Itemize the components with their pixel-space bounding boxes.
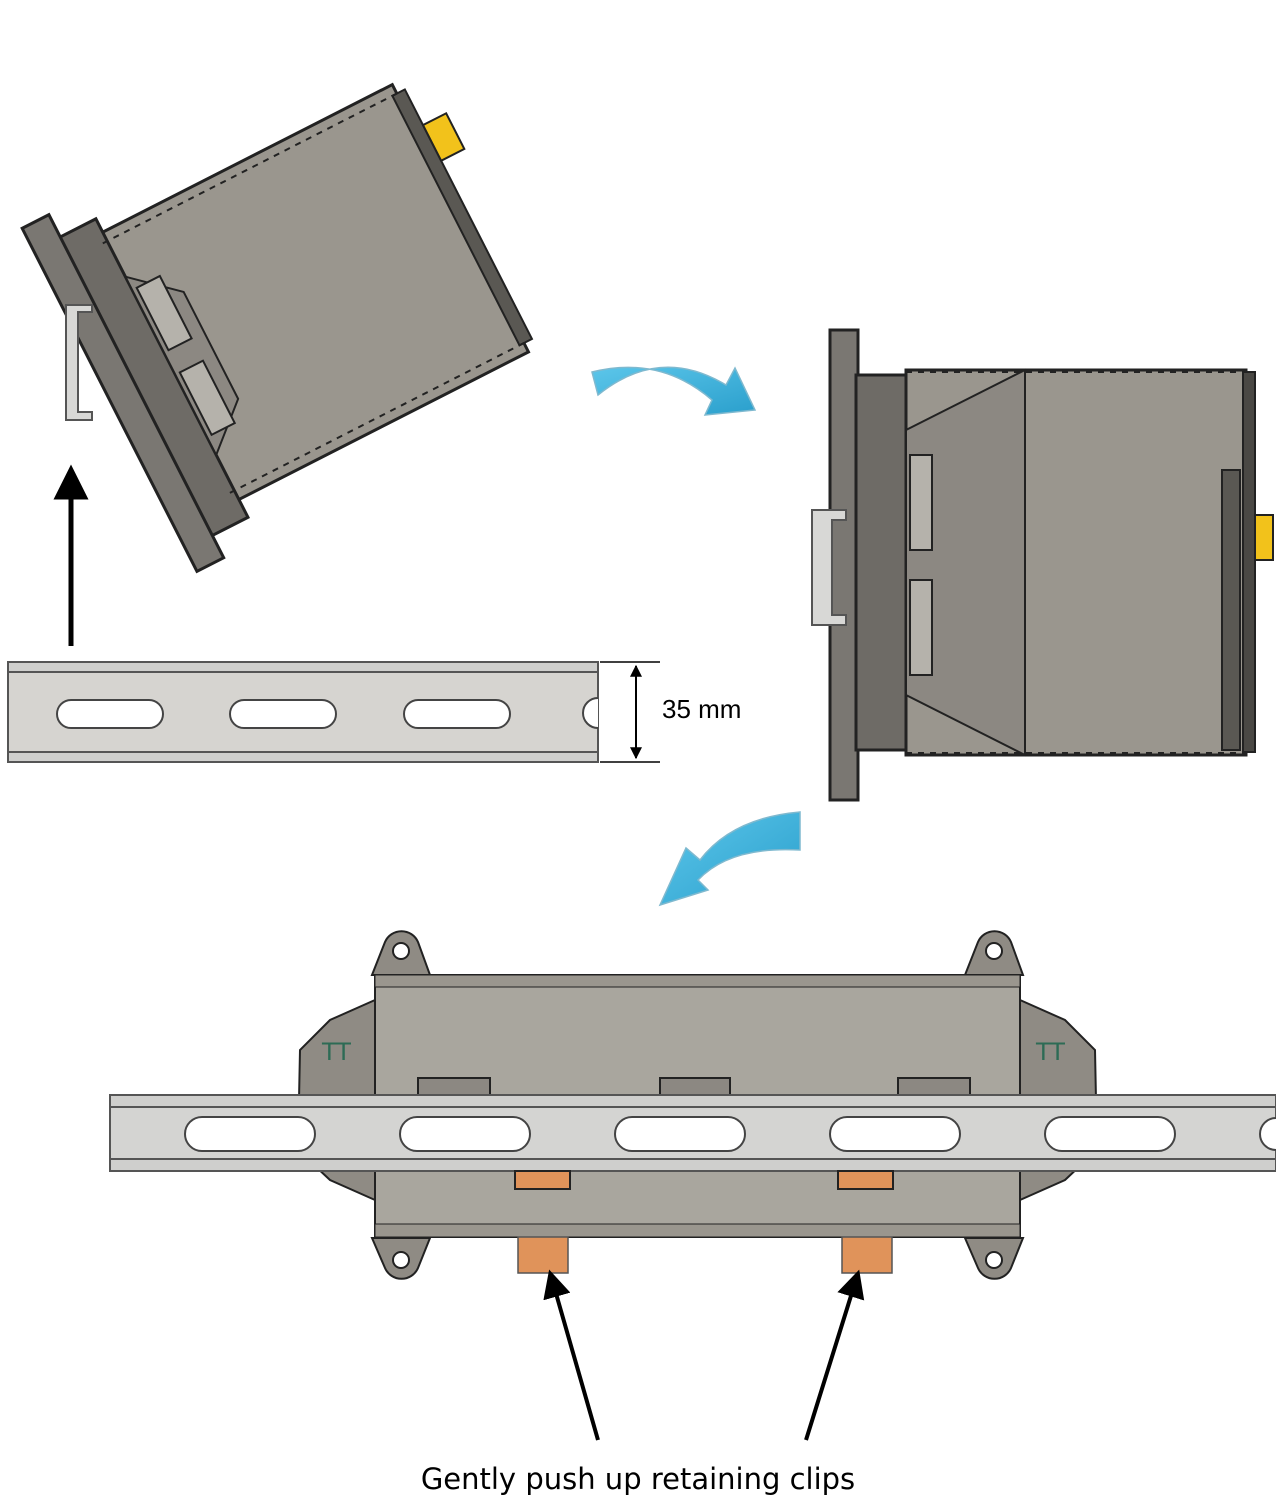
rail-profile-small xyxy=(65,304,93,421)
instruction-caption: Gently push up retaining clips xyxy=(420,1462,856,1496)
straight-arrow-icon xyxy=(804,1269,865,1441)
straight-arrow-icon xyxy=(543,1269,600,1441)
module-side-view-mounted xyxy=(811,328,1274,802)
rail-height-label: 35 mm xyxy=(662,694,742,724)
module-side-view-tilted xyxy=(20,82,534,574)
din-rail-front xyxy=(7,661,599,763)
curved-step-arrow-icon xyxy=(658,811,801,907)
rail-height-dimension xyxy=(600,661,660,763)
din-rail-long xyxy=(109,1094,1276,1172)
retaining-clip-right xyxy=(837,1170,894,1274)
latch-tab xyxy=(421,111,466,163)
svg-text:TT: TT xyxy=(1035,1038,1065,1066)
svg-text:TT: TT xyxy=(321,1038,351,1066)
curved-step-arrow-icon xyxy=(591,366,757,416)
rail-profile-mounted xyxy=(811,509,847,626)
latch-tab xyxy=(1254,514,1274,561)
retaining-clip-left xyxy=(514,1170,571,1274)
